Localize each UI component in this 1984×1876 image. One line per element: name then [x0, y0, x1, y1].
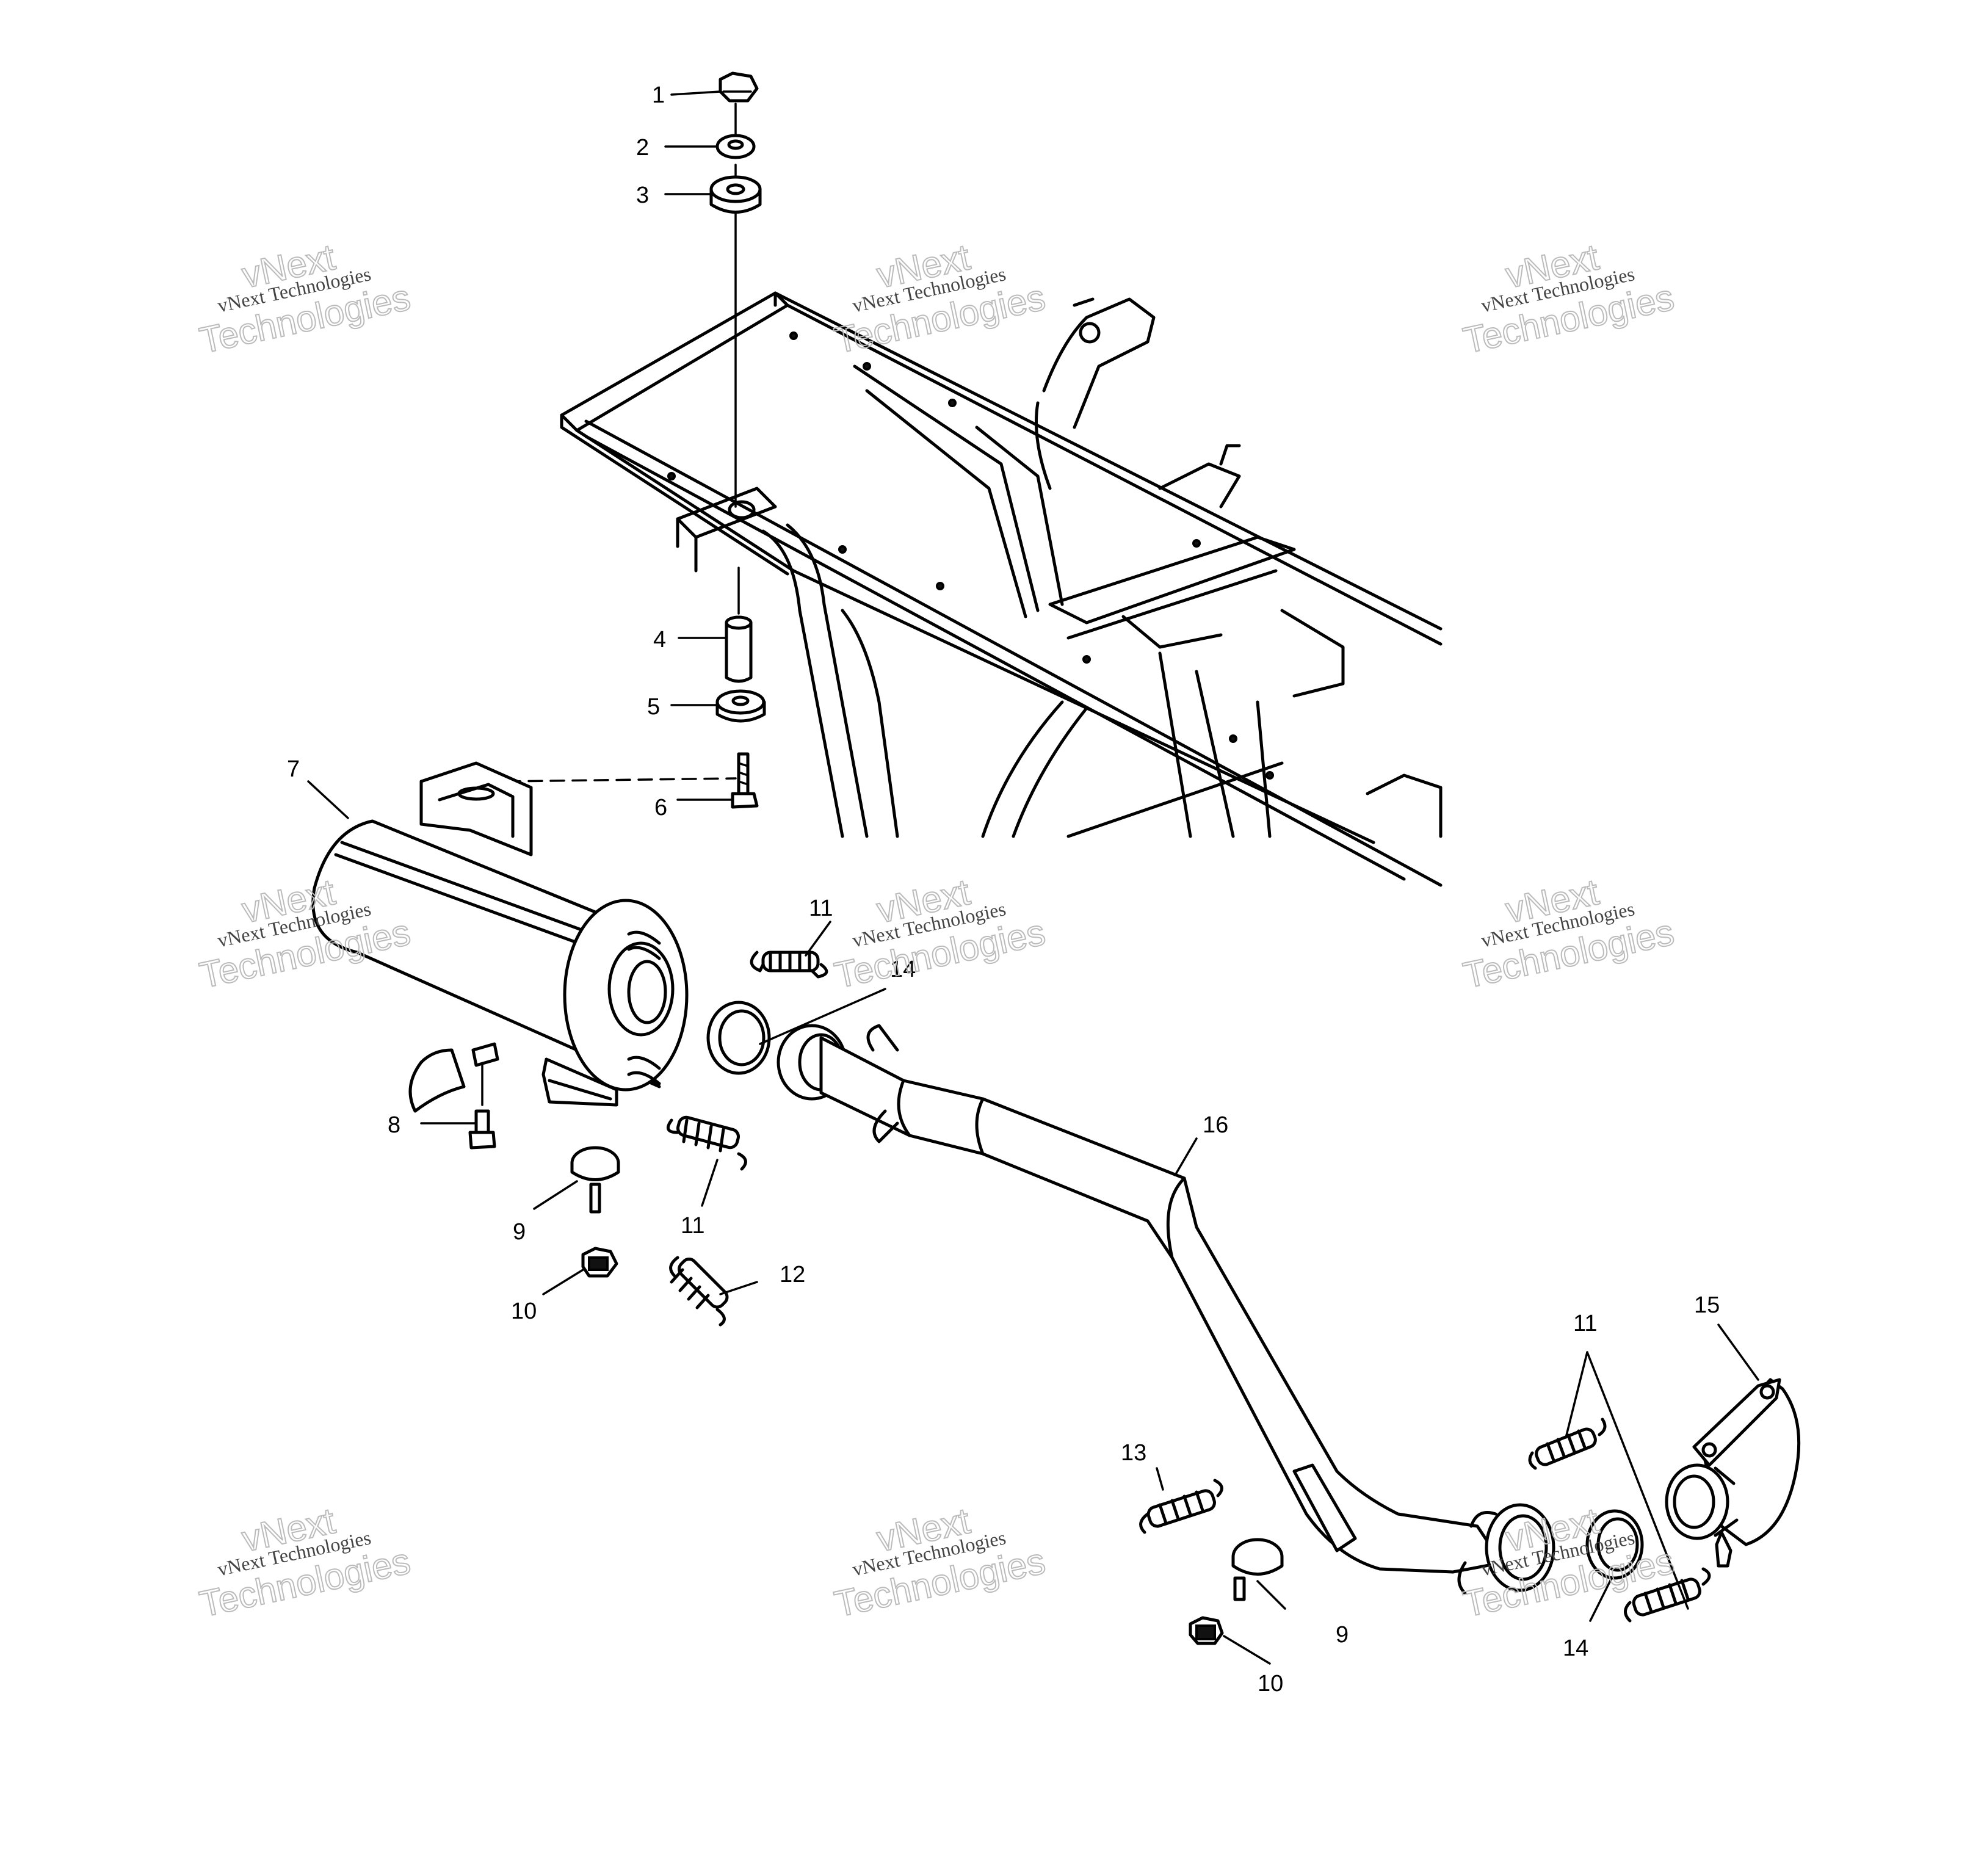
bolt-part-8	[468, 1064, 496, 1150]
exhaust-spring-12	[669, 1256, 729, 1327]
exhaust-spring-11-right-bottom	[1624, 1567, 1711, 1623]
lock-nut-part	[581, 1247, 618, 1278]
watermark: vNext vNext Technologies Technologies	[1459, 871, 1678, 996]
callout-9-right: 9	[1336, 1622, 1349, 1648]
watermark: vNext vNext Technologies Technologies	[195, 1499, 415, 1625]
rubber-mount-part-right	[1231, 1538, 1284, 1601]
vehicle-frame	[560, 291, 1443, 887]
callout-11-mid: 11	[681, 1213, 704, 1239]
callout-12: 12	[780, 1262, 805, 1287]
bolt-part	[731, 752, 759, 809]
callout-13: 13	[1121, 1440, 1146, 1466]
exhaust-spring-11-mid	[666, 1115, 747, 1171]
frame-rivets	[667, 331, 1274, 780]
exhaust-spring-11-top	[750, 951, 828, 979]
watermark: vNext vNext Technologies Technologies	[830, 236, 1049, 361]
callout-1: 1	[652, 82, 665, 108]
gasket-ring-right	[1585, 1509, 1644, 1580]
callout-6: 6	[654, 795, 667, 820]
rubber-bushing-part	[709, 175, 762, 214]
exhaust-spring-11-right-top	[1528, 1418, 1607, 1470]
callout-10-left: 10	[511, 1298, 537, 1324]
exhaust-flange-part	[1665, 1378, 1801, 1568]
callout-2: 2	[636, 135, 649, 161]
muffler-assembly	[311, 761, 689, 1113]
callout-5: 5	[647, 694, 660, 720]
callout-11-top: 11	[809, 896, 833, 921]
gasket-ring-left	[706, 1001, 771, 1075]
callout-7: 7	[287, 756, 300, 782]
rubber-mount-part	[570, 1146, 620, 1214]
callout-14-left: 14	[890, 957, 916, 982]
callout-3: 3	[636, 183, 649, 208]
callout-8: 8	[388, 1112, 400, 1138]
watermark: vNext vNext Technologies Technologies	[1459, 236, 1678, 361]
exhaust-spring-13	[1139, 1479, 1223, 1534]
callout-4: 4	[653, 627, 666, 653]
callout-14-right: 14	[1563, 1635, 1588, 1661]
grommet-part	[715, 689, 766, 723]
exhaust-header-pipe	[777, 1024, 1555, 1595]
callout-labels: 1 2 3 4 5 6 7 8 9 10 11 11 12 13 14 16 9…	[287, 82, 1720, 1697]
hex-nut-part	[719, 71, 759, 103]
callout-9-left: 9	[513, 1219, 526, 1245]
watermark: vNext vNext Technologies Technologies	[830, 871, 1049, 996]
callout-10-right: 10	[1258, 1671, 1283, 1697]
callout-15: 15	[1694, 1292, 1720, 1318]
leader-lines	[307, 90, 1759, 1665]
spacer-sleeve-part	[725, 615, 753, 683]
watermark: vNext vNext Technologies Technologies	[195, 236, 415, 361]
callout-11-right: 11	[1573, 1311, 1597, 1336]
watermark: vNext vNext Technologies Technologies	[830, 1499, 1049, 1625]
mounting-hardware-stack	[505, 71, 766, 809]
washer-part	[715, 134, 756, 159]
lock-nut-part-right	[1189, 1616, 1224, 1645]
callout-16: 16	[1203, 1112, 1228, 1138]
